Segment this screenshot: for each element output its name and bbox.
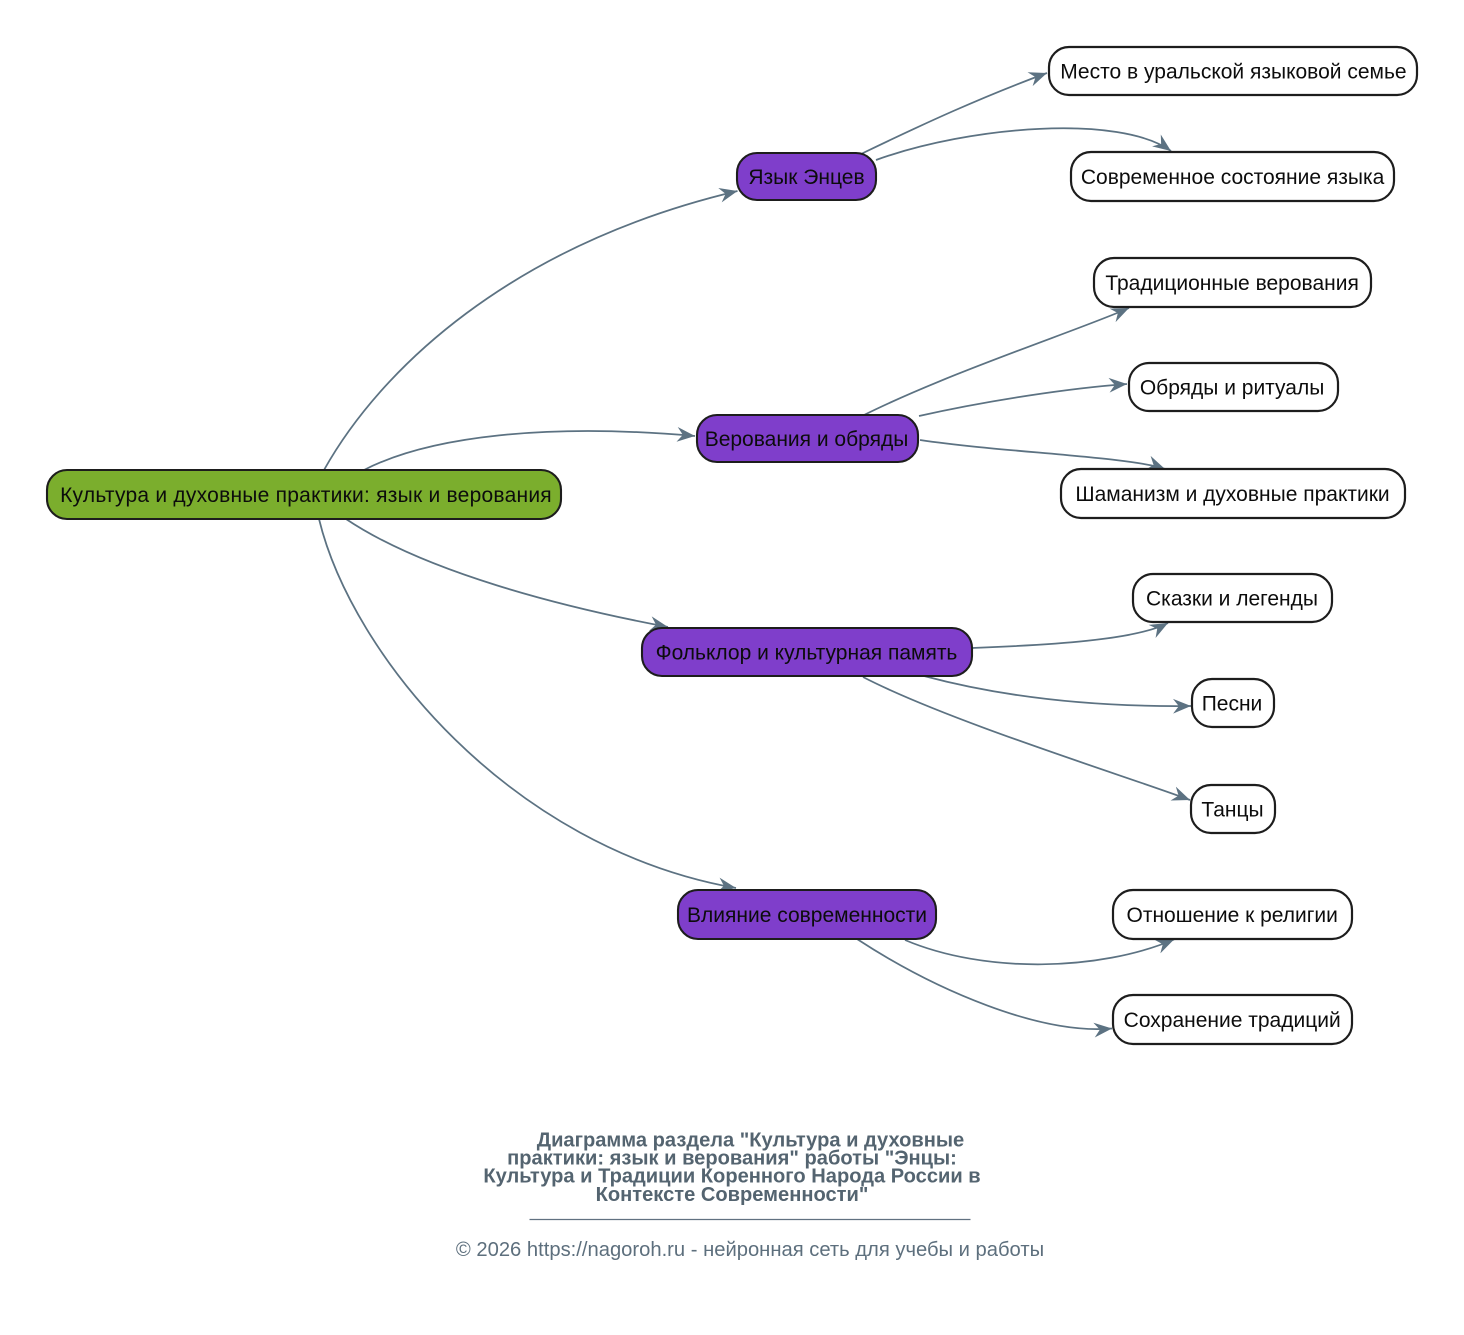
- svg-text:Обряды и ритуалы: Обряды и ритуалы: [1140, 377, 1324, 400]
- svg-text:практики: язык и верования" ра: практики: язык и верования" работы "Энцы…: [507, 1148, 957, 1170]
- svg-text:Шаманизм и духовные практики: Шаманизм и духовные практики: [1075, 483, 1389, 506]
- svg-text:Контексте Современности": Контексте Современности": [596, 1184, 869, 1206]
- svg-text:Язык Энцев: Язык Энцев: [748, 166, 864, 189]
- svg-text:Сохранение традиций: Сохранение традиций: [1124, 1009, 1341, 1032]
- svg-text:Влияние современности: Влияние современности: [687, 904, 927, 927]
- svg-text:Верования и обряды: Верования и обряды: [705, 428, 909, 451]
- svg-text:Традиционные верования: Традиционные верования: [1105, 272, 1359, 295]
- svg-text:Танцы: Танцы: [1201, 799, 1263, 822]
- svg-text:Современное состояние языка: Современное состояние языка: [1081, 166, 1385, 189]
- svg-text:Культура и Традиции Коренного: Культура и Традиции Коренного Народа Рос…: [483, 1166, 980, 1188]
- svg-text:Сказки и легенды: Сказки и легенды: [1146, 588, 1318, 611]
- svg-text:© 2026 https://nagoroh.ru - не: © 2026 https://nagoroh.ru - нейронная се…: [456, 1239, 1044, 1261]
- svg-text:Отношение к религии: Отношение к религии: [1127, 904, 1338, 927]
- svg-text:Культура и духовные практики:: Культура и духовные практики: язык и вер…: [60, 484, 552, 507]
- svg-text:Диаграмма раздела "Культура и: Диаграмма раздела "Культура и духовные: [537, 1130, 964, 1152]
- svg-text:Место в уральской языковой сем: Место в уральской языковой семье: [1060, 61, 1406, 84]
- svg-text:Песни: Песни: [1202, 693, 1263, 716]
- svg-text:Фольклор и культурная память: Фольклор и культурная память: [656, 642, 958, 665]
